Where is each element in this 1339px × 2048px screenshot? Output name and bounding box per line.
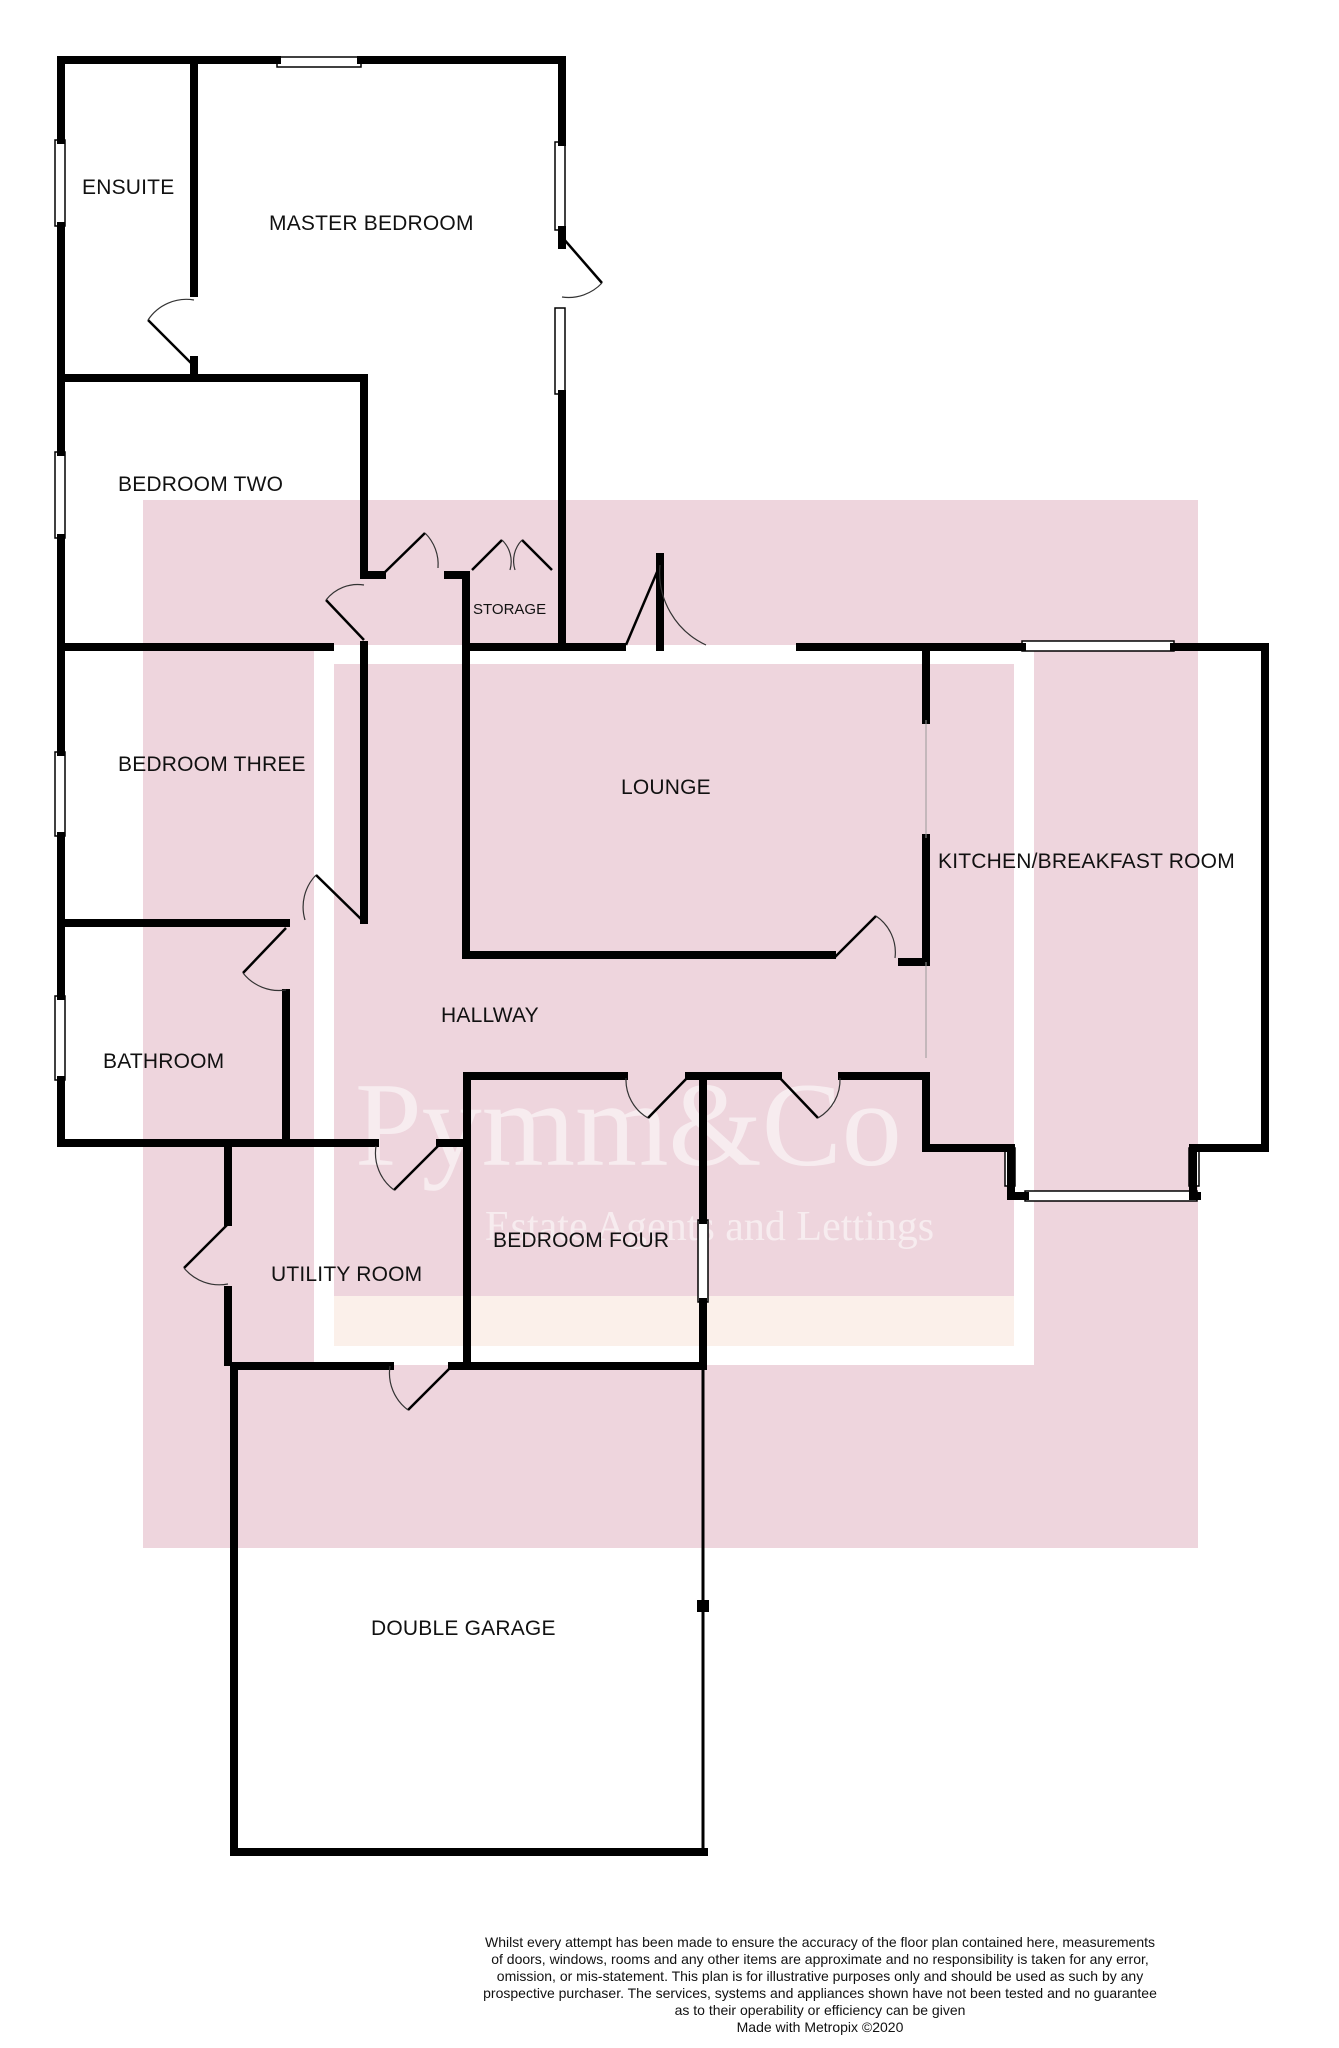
room-label-lounge: LOUNGE [621, 776, 711, 799]
room-label-kitchen: KITCHEN/BREAKFAST ROOM [938, 850, 1235, 873]
metropix-credit: Made with Metropix ©2020 [736, 2019, 904, 2035]
window [554, 141, 566, 231]
room-label-utility-room: UTILITY ROOM [271, 1263, 422, 1286]
window [276, 56, 362, 68]
disclaimer-line: omission, or mis-statement. This plan is… [496, 1968, 1144, 1984]
disclaimer-line: prospective purchaser. The services, sys… [483, 1985, 1157, 2001]
watermark: Pymm&Co Estate Agents and Lettings [143, 500, 1198, 1548]
disclaimer-line: as to their operability or efficiency ca… [674, 2002, 966, 2018]
room-labels: ENSUITE MASTER BEDROOM BEDROOM TWO STORA… [82, 176, 1235, 1640]
room-label-bedroom-four: BEDROOM FOUR [493, 1229, 669, 1252]
window [54, 751, 66, 837]
room-label-master-bedroom: MASTER BEDROOM [269, 212, 474, 235]
window [1024, 1190, 1198, 1202]
doors [147, 236, 896, 1411]
garage-door-marker [697, 1600, 709, 1612]
room-label-double-garage: DOUBLE GARAGE [371, 1617, 556, 1640]
watermark-cream-band [334, 1296, 1014, 1346]
window [554, 307, 566, 395]
window [54, 995, 66, 1081]
window [54, 451, 66, 539]
disclaimer-line: Whilst every attempt has been made to en… [484, 1934, 1156, 1950]
window [697, 1219, 709, 1303]
room-label-storage: STORAGE [473, 601, 546, 618]
watermark-tagline: Estate Agents and Lettings [485, 1204, 934, 1250]
window [54, 139, 66, 227]
watermark-brand: Pymm&Co [355, 1058, 902, 1191]
room-label-bathroom: BATHROOM [103, 1050, 224, 1073]
room-label-hallway: HALLWAY [441, 1004, 539, 1027]
room-label-bedroom-two: BEDROOM TWO [118, 473, 283, 496]
room-label-ensuite: ENSUITE [82, 176, 174, 199]
disclaimer-line: of doors, windows, rooms and any other i… [491, 1951, 1149, 1967]
window [1021, 640, 1175, 652]
room-label-bedroom-three: BEDROOM THREE [118, 753, 306, 776]
disclaimer: Whilst every attempt has been made to en… [400, 1934, 1240, 2036]
watermark-inner-pink [334, 664, 1014, 1296]
walls [57, 56, 1269, 1856]
